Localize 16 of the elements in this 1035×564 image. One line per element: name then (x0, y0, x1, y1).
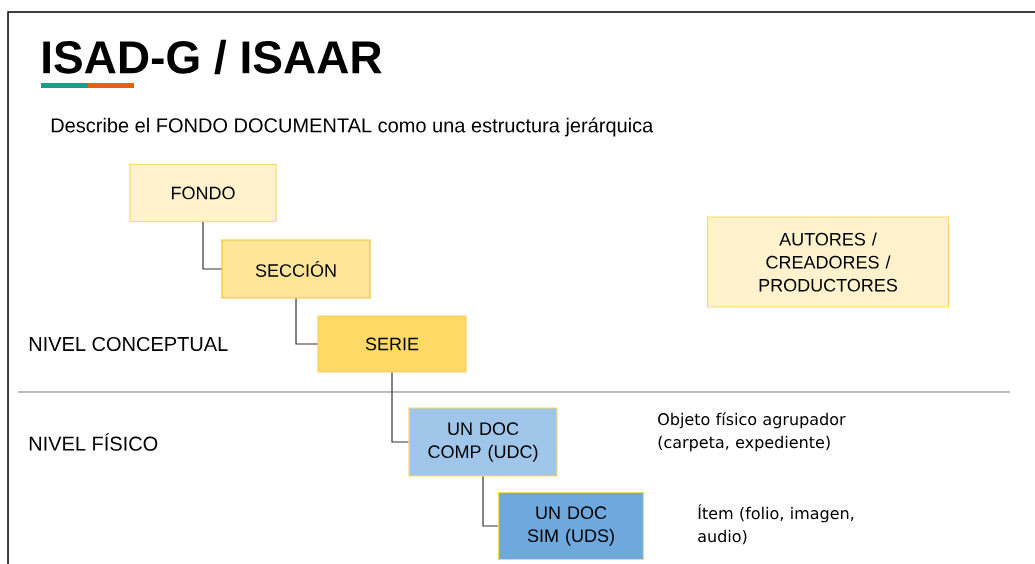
level-box: UN DOC COMP (UDC) (408, 407, 558, 477)
text-label: Describe el FONDO DOCUMENTAL como una estructura jerárquica (51, 117, 654, 137)
connector-line (295, 298, 318, 345)
level-box: SECCIÓN (221, 239, 371, 299)
connector-line (202, 221, 222, 270)
connector-line (391, 372, 409, 443)
text-label: NIVEL CONCEPTUAL (29, 336, 228, 352)
level-box: AUTORES / CREADORES / PRODUCTORES (706, 216, 950, 308)
description-text: Ítem (folio, imagen, audio) (698, 504, 854, 545)
connector-line (482, 476, 499, 527)
level-box: FONDO (129, 163, 277, 223)
level-box: UN DOC SIM (UDS) (497, 491, 645, 561)
level-box: SERIE (317, 315, 467, 373)
title: ISAD-G / ISAAR (43, 39, 382, 75)
text-label: NIVEL FÍSICO (29, 433, 158, 451)
description-text: Objeto físico agrupador (carpeta, expediente) (658, 412, 846, 452)
